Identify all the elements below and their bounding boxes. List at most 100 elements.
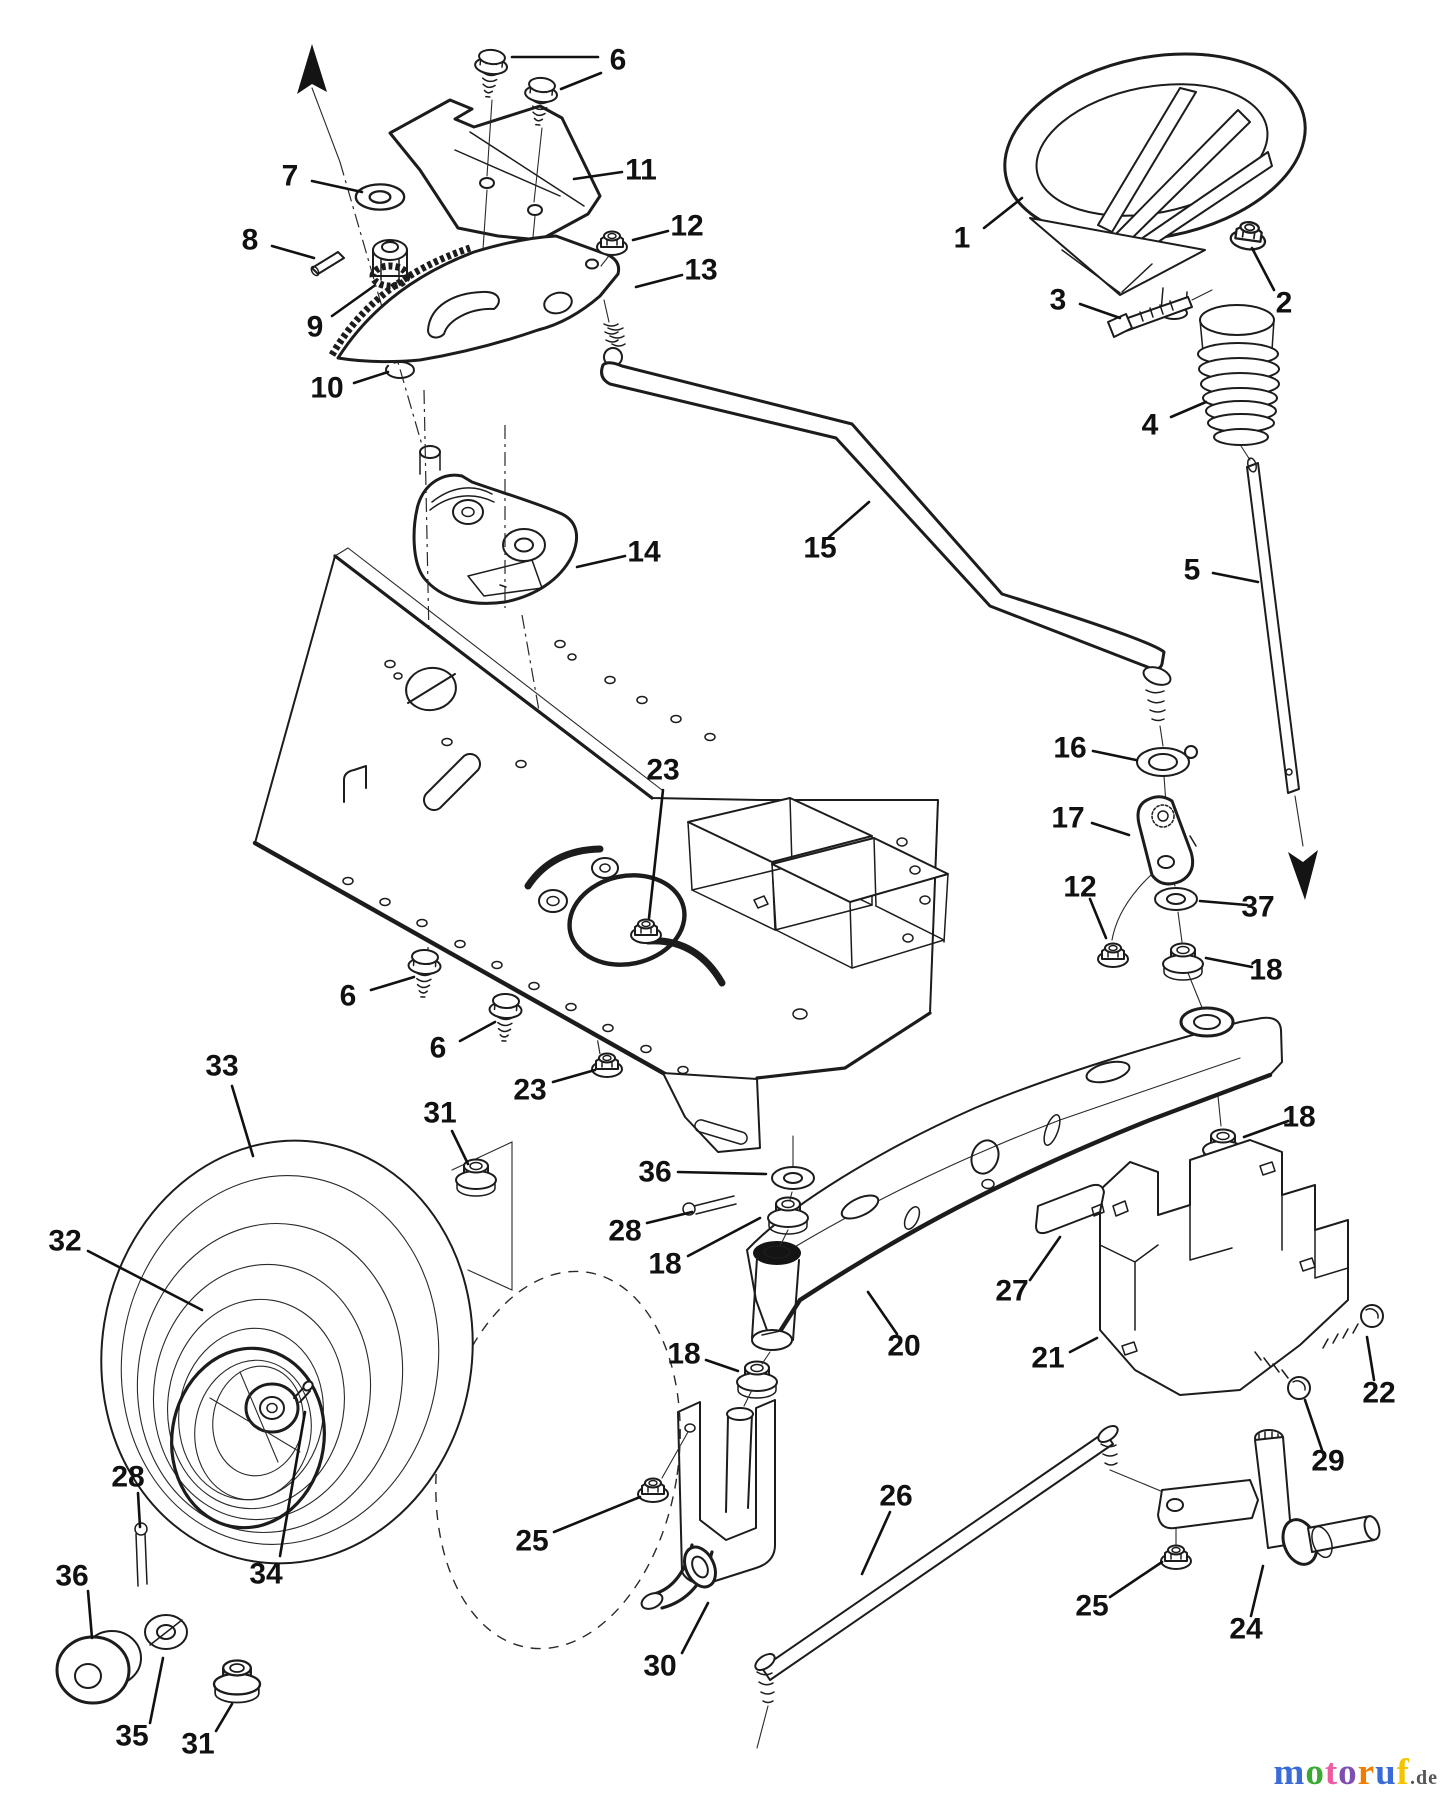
part-label-30-41: 30 (643, 1601, 710, 1683)
tie-rod-26 (754, 1425, 1177, 1749)
bushing-31-lower (212, 1659, 262, 1704)
svg-text:22: 22 (1362, 1377, 1395, 1410)
part-label-28-46: 28 (111, 1461, 145, 1529)
logo-letter: u (1375, 1752, 1397, 1793)
svg-text:7: 7 (282, 160, 299, 193)
direction-arrow-up (297, 44, 425, 453)
flange-nut-25-left (637, 1477, 669, 1503)
svg-text:29: 29 (1311, 1445, 1344, 1478)
direction-arrow-down (1288, 850, 1318, 900)
svg-text:23: 23 (646, 754, 679, 787)
part-label-4-3: 4 (1142, 400, 1208, 442)
logo-letter: o (1338, 1752, 1358, 1793)
part-label-27-34: 27 (995, 1235, 1062, 1308)
part-label-10-9: 10 (310, 370, 390, 405)
chassis-frame (252, 547, 949, 1153)
svg-text:20: 20 (887, 1330, 920, 1363)
logo-suffix: .de (1410, 1767, 1438, 1789)
part-label-24-37: 24 (1229, 1564, 1265, 1646)
part-label-15-14: 15 (803, 500, 871, 565)
axle-bracket-21 (1099, 1139, 1349, 1396)
svg-text:13: 13 (684, 254, 717, 287)
svg-text:16: 16 (1053, 732, 1086, 765)
part-label-20-32: 20 (866, 1290, 921, 1363)
svg-text:28: 28 (111, 1461, 144, 1494)
part-label-18-31: 18 (667, 1338, 740, 1373)
part-label-36-43: 36 (55, 1560, 94, 1640)
part-label-12-11: 12 (631, 210, 704, 243)
svg-text:27: 27 (995, 1275, 1028, 1308)
part-label-14-13: 14 (575, 536, 661, 569)
part-label-23-21: 23 (646, 754, 680, 920)
part-label-29-36: 29 (1303, 1398, 1345, 1478)
part-label-34-42: 34 (249, 1410, 307, 1591)
logo-letter: r (1357, 1752, 1376, 1793)
mount-bracket-11 (388, 98, 602, 242)
part-label-18-19: 18 (1204, 954, 1283, 987)
svg-text:5: 5 (1184, 554, 1201, 587)
svg-text:18: 18 (1249, 954, 1282, 987)
steering-wheel-1 (1003, 52, 1307, 320)
screw-6-top-a (470, 47, 510, 100)
flange-nut-12-lower (1097, 942, 1129, 968)
svg-text:23: 23 (513, 1074, 546, 1107)
hex-bolt-3 (1107, 289, 1213, 338)
hex-nut-2 (1228, 218, 1269, 253)
svg-text:1: 1 (954, 222, 971, 255)
part-label-25-38: 25 (515, 1495, 642, 1558)
svg-text:15: 15 (803, 532, 836, 565)
part-label-22-35: 22 (1362, 1335, 1396, 1410)
svg-text:11: 11 (625, 154, 657, 187)
svg-text:12: 12 (1063, 871, 1096, 904)
svg-text:18: 18 (1282, 1101, 1315, 1134)
front-wheel (100, 1139, 474, 1565)
nut-23-lower (591, 1052, 623, 1078)
part-label-1-0: 1 (954, 196, 1024, 255)
logo-letter: t (1324, 1752, 1339, 1793)
pinion-gear-9 (369, 239, 411, 290)
part-label-26-40: 26 (860, 1480, 913, 1576)
svg-text:26: 26 (879, 1480, 912, 1513)
svg-text:9: 9 (307, 311, 324, 344)
part-label-32-27: 32 (48, 1225, 204, 1312)
hub-cap-36 (55, 1630, 142, 1705)
washer-36-axle (771, 1166, 815, 1190)
part-label-16-15: 16 (1053, 732, 1138, 765)
left-spindle-30 (640, 1399, 776, 1610)
svg-text:25: 25 (515, 1525, 548, 1558)
pivot-pin-27 (1035, 1183, 1105, 1235)
svg-text:36: 36 (55, 1560, 88, 1593)
svg-text:6: 6 (340, 980, 357, 1013)
washer-37 (1154, 887, 1198, 911)
part-label-28-29: 28 (608, 1210, 694, 1248)
svg-text:6: 6 (610, 44, 627, 77)
cotter-pin-28-wheel (134, 1522, 148, 1587)
svg-text:21: 21 (1031, 1342, 1064, 1375)
steering-coupler-17 (1136, 795, 1197, 886)
roll-pin-8 (310, 251, 345, 277)
screw-29 (1254, 1351, 1311, 1400)
part-label-21-33: 21 (1031, 1336, 1099, 1375)
drag-link-15 (600, 327, 1172, 722)
logo-letter: m (1273, 1752, 1306, 1793)
screw-6-frame-b (486, 992, 524, 1043)
svg-text:25: 25 (1075, 1590, 1108, 1623)
logo-letter: o (1305, 1752, 1325, 1793)
cotter-pin-28-axle (682, 1195, 737, 1216)
ghost-panel (451, 1141, 513, 1291)
part-label-6-22: 6 (340, 975, 416, 1013)
svg-text:32: 32 (48, 1225, 81, 1258)
part-label-18-20: 18 (1242, 1101, 1316, 1139)
right-spindle-24 (1157, 1429, 1381, 1566)
part-label-36-28: 36 (638, 1156, 768, 1189)
steering-boot-4 (1197, 304, 1280, 446)
part-label-11-10: 11 (572, 154, 657, 187)
svg-text:18: 18 (667, 1338, 700, 1371)
svg-text:36: 36 (638, 1156, 671, 1189)
flange-nut-12-top (596, 230, 628, 256)
svg-text:17: 17 (1051, 802, 1084, 835)
part-label-6-23: 6 (430, 1020, 497, 1065)
svg-text:24: 24 (1229, 1613, 1263, 1646)
part-label-12-17: 12 (1063, 871, 1108, 940)
